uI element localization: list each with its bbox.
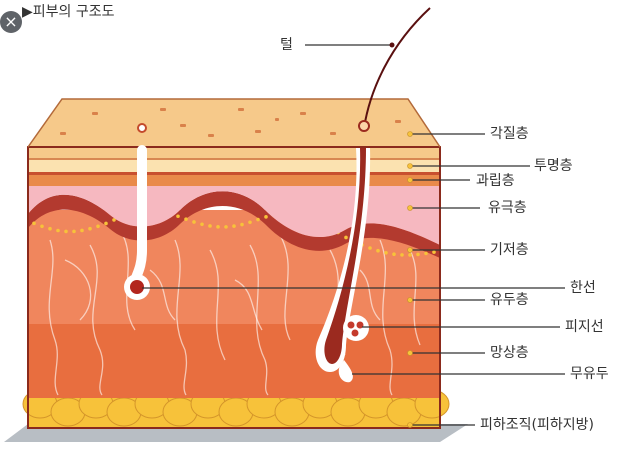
hair-root [324, 148, 366, 364]
lucidum-layer [28, 160, 440, 172]
hair-follicle [315, 148, 371, 372]
basal-cell [192, 220, 196, 224]
basal-cell [392, 252, 396, 257]
basal-cell [256, 217, 260, 222]
sweat-pore [137, 123, 147, 133]
basal-cell [184, 217, 188, 221]
top-surface [28, 99, 440, 147]
label-reticular: 망상층 [490, 345, 529, 361]
diagram-title: ▶피부의 구조도 [22, 3, 115, 21]
reticular-layer [28, 322, 440, 398]
label-spinosum: 유극층 [488, 200, 527, 216]
basal-cell [384, 251, 388, 255]
label-corneum: 각질층 [490, 126, 529, 142]
basal-cell [208, 224, 212, 228]
basal-cell [408, 253, 412, 257]
basal-cell [200, 222, 204, 227]
basal-cell [96, 224, 100, 229]
basal-cell [112, 218, 116, 222]
basal-cell [216, 225, 220, 229]
basal-cell [224, 225, 228, 229]
basal-cell [104, 221, 108, 226]
corneum-line [28, 158, 440, 160]
granular-layer [28, 174, 440, 186]
basal-cell [264, 215, 268, 219]
hair-bulb [338, 360, 353, 383]
label-papillary: 유두층 [490, 292, 529, 308]
close-icon[interactable]: × [0, 11, 22, 33]
hair-shaft [363, 7, 431, 129]
sebaceous-cell [351, 329, 359, 337]
basal-cell [56, 228, 60, 233]
basal-cell [432, 250, 436, 254]
basal-layer [28, 191, 440, 258]
basal-cell [400, 253, 404, 257]
basal-cell [424, 251, 428, 256]
basal-cell [64, 229, 68, 234]
label-basale: 기저층 [490, 242, 529, 258]
surface-pores [60, 108, 401, 137]
sebaceous-cell [356, 321, 364, 329]
title-text: 피부의 구조도 [32, 4, 115, 20]
basal-cell [80, 228, 84, 233]
basal-cell [72, 229, 76, 234]
basal-cell [240, 222, 244, 227]
leader-lines [142, 44, 565, 426]
label-lucidum: 투명층 [534, 158, 573, 174]
hair-pore [358, 120, 370, 132]
basal-cell [32, 221, 36, 226]
basal-cell [48, 226, 52, 231]
corneum-layer [28, 147, 440, 160]
basal-cell [344, 235, 348, 240]
basal-cell [416, 252, 420, 257]
basal-cell [40, 224, 44, 229]
sebaceous-gland-outer [343, 315, 369, 341]
top-outline [27, 98, 441, 148]
basal-cell [176, 214, 180, 219]
block-outline [27, 146, 441, 429]
label-subcutis: 피하조직(피하지방) [480, 417, 594, 433]
label-sweat-gland: 한선 [570, 280, 596, 296]
leader-dots [389, 42, 413, 428]
label-sebaceous: 피지선 [565, 319, 604, 335]
spinous-layer [28, 186, 440, 245]
basal-cell [88, 226, 92, 231]
basal-cell [376, 248, 380, 253]
sweat-gland [130, 280, 144, 294]
basal-cell [232, 224, 236, 228]
basal-cell [368, 246, 372, 250]
play-icon: ▶ [22, 4, 33, 20]
label-granulosum: 과립층 [476, 173, 515, 189]
basal-cell [248, 220, 252, 225]
sebaceous-cell [347, 321, 355, 329]
label-hair-bulb: 무유두 [570, 366, 609, 382]
granular-line [28, 172, 440, 175]
label-hair: 털 [280, 37, 293, 53]
